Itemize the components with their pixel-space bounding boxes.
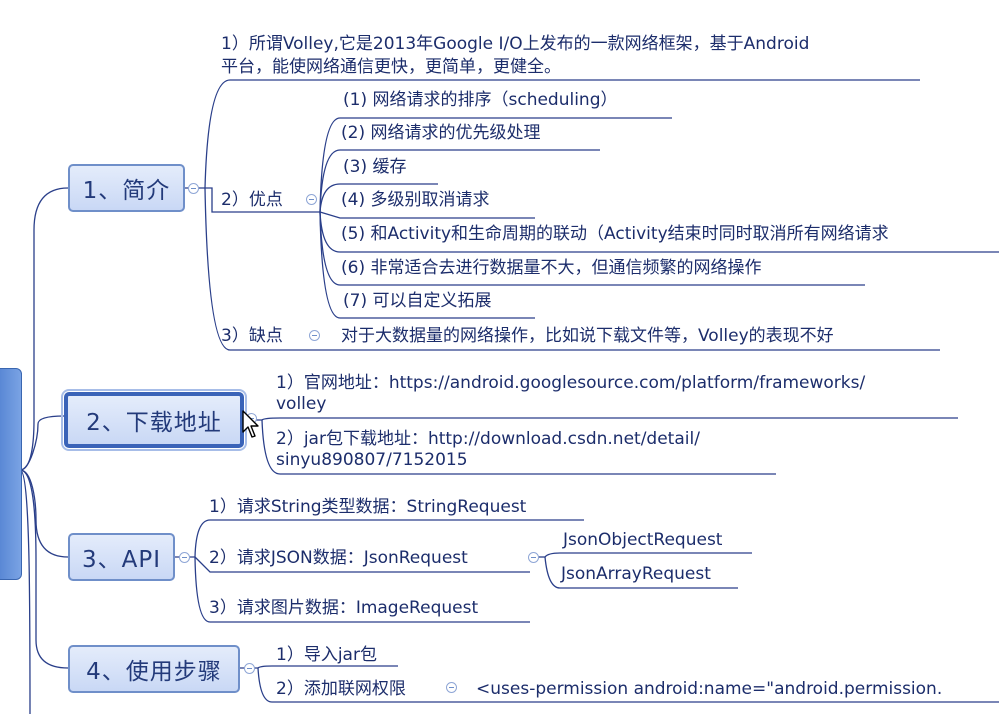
- collapse-toggle-icon[interactable]: [309, 330, 320, 341]
- collapse-toggle-icon[interactable]: [446, 682, 457, 693]
- topic-node-api[interactable]: 3、API: [68, 533, 175, 581]
- download-item-1-line-1[interactable]: 1）官网地址：https://android.googlesource.com/…: [276, 373, 866, 393]
- api-item-1[interactable]: 1）请求String类型数据：StringRequest: [209, 497, 527, 517]
- intro-item-1-line-2[interactable]: 平台，能使网络通信更快，更简单，更健全。: [221, 57, 561, 77]
- intro-cons-text[interactable]: 对于大数据量的网络操作，比如说下载文件等，Volley的表现不好: [341, 326, 834, 346]
- steps-permission-text[interactable]: <uses-permission android:name="android.p…: [476, 679, 943, 699]
- pros-item-7[interactable]: (7) 可以自定义拓展: [343, 291, 492, 311]
- pros-item-5[interactable]: (5) 和Activity和生命周期的联动（Activity结束时同时取消所有网…: [341, 224, 889, 244]
- intro-cons-label[interactable]: 3）缺点: [221, 326, 283, 346]
- pros-item-6[interactable]: (6) 非常适合去进行数据量不大，但通信频繁的网络操作: [341, 258, 762, 278]
- steps-item-1[interactable]: 1）导入jar包: [276, 645, 377, 665]
- steps-item-2[interactable]: 2）添加联网权限: [276, 679, 406, 699]
- download-item-1-line-2[interactable]: volley: [276, 394, 327, 414]
- collapse-toggle-icon[interactable]: [179, 552, 190, 563]
- topic-node-download[interactable]: 2、下载地址: [61, 389, 247, 451]
- collapse-toggle-icon[interactable]: [528, 552, 539, 563]
- pros-item-3[interactable]: (3) 缓存: [343, 157, 407, 177]
- download-item-2-line-2[interactable]: sinyu890807/7152015: [276, 450, 468, 470]
- root-node[interactable]: [0, 368, 22, 580]
- pros-item-4[interactable]: (4) 多级别取消请求: [341, 190, 490, 210]
- intro-item-1-line-1[interactable]: 1）所谓Volley,它是2013年Google I/O上发布的一款网络框架，基…: [221, 34, 810, 54]
- download-item-2-line-1[interactable]: 2）jar包下载地址：http://download.csdn.net/deta…: [276, 429, 700, 449]
- pros-item-2[interactable]: (2) 网络请求的优先级处理: [341, 123, 541, 143]
- topic-node-intro[interactable]: 1、简介: [68, 164, 185, 212]
- collapse-toggle-icon[interactable]: [244, 663, 255, 674]
- collapse-toggle-icon[interactable]: [188, 183, 199, 194]
- api-item-2[interactable]: 2）请求JSON数据：JsonRequest: [209, 548, 468, 568]
- api-json-array-request[interactable]: JsonArrayRequest: [561, 564, 711, 584]
- collapse-toggle-icon[interactable]: [306, 194, 317, 205]
- mouse-pointer-icon: [242, 410, 259, 438]
- pros-item-1[interactable]: (1) 网络请求的排序（scheduling）: [343, 90, 618, 110]
- topic-node-steps[interactable]: 4、使用步骤: [68, 645, 240, 693]
- intro-pros-label[interactable]: 2）优点: [221, 190, 283, 210]
- api-item-3[interactable]: 3）请求图片数据：ImageRequest: [209, 598, 479, 618]
- api-json-object-request[interactable]: JsonObjectRequest: [563, 530, 723, 550]
